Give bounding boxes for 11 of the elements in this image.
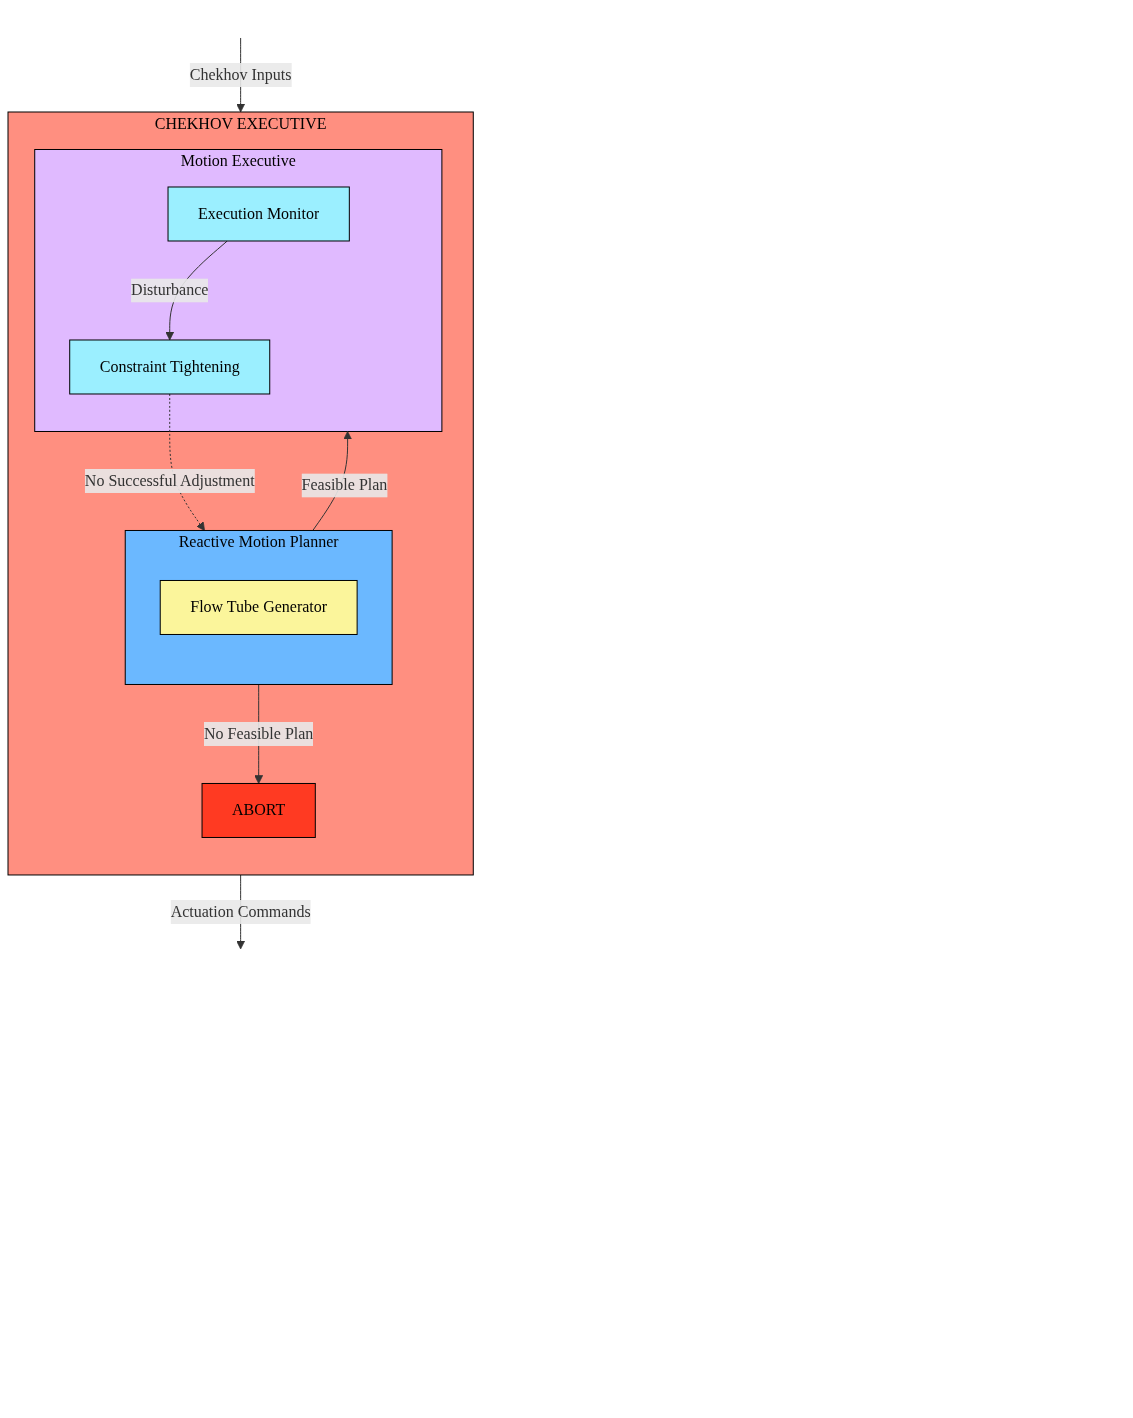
edge-label: Actuation Commands [170,902,311,920]
arrow [169,393,205,531]
node-box: ABORT [201,783,316,838]
edge-label: No Feasible Plan [204,724,314,742]
edge-label: No Successful Adjustment [84,471,255,489]
edge-label: Disturbance [131,281,209,299]
node-box: Flow Tube Generator [159,580,358,635]
node-box: Execution Monitor [167,186,350,242]
node-box: Constraint Tightening [69,339,271,395]
edge-label: Feasible Plan [301,476,388,494]
edge-label: Chekhov Inputs [189,66,292,83]
